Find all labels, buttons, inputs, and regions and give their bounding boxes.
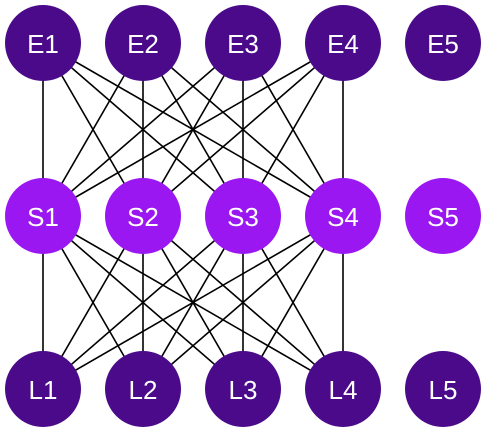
node-circle: [105, 351, 181, 427]
edge-e4-s2: [142, 42, 344, 217]
node-s3: S3: [205, 178, 281, 254]
node-l5: L5: [405, 351, 481, 427]
node-label: L5: [429, 375, 458, 405]
node-s2: S2: [105, 178, 181, 254]
node-circle: [405, 5, 481, 81]
node-label: S5: [427, 202, 459, 232]
node-circle: [205, 178, 281, 254]
edge-s4-l1: [42, 215, 344, 390]
node-s1: S1: [5, 178, 81, 254]
node-l2: L2: [105, 351, 181, 427]
node-label: E3: [227, 29, 259, 59]
node-label: L2: [129, 375, 158, 405]
edge-e4-s1: [42, 42, 344, 217]
edges-layer: [42, 42, 344, 390]
node-circle: [405, 351, 481, 427]
node-l4: L4: [305, 351, 381, 427]
node-label: E2: [127, 29, 159, 59]
node-e4: E4: [305, 5, 381, 81]
edge-s4-l2: [142, 215, 344, 390]
node-label: E1: [27, 29, 59, 59]
node-l3: L3: [205, 351, 281, 427]
edge-s3-l1: [42, 215, 244, 390]
node-circle: [305, 5, 381, 81]
node-s5: S5: [405, 178, 481, 254]
node-label: S2: [127, 202, 159, 232]
node-circle: [405, 178, 481, 254]
node-e5: E5: [405, 5, 481, 81]
node-l1: L1: [5, 351, 81, 427]
node-circle: [105, 5, 181, 81]
node-label: S4: [327, 202, 359, 232]
node-circle: [105, 178, 181, 254]
node-label: S3: [227, 202, 259, 232]
node-circle: [205, 351, 281, 427]
node-e1: E1: [5, 5, 81, 81]
node-circle: [5, 178, 81, 254]
node-e3: E3: [205, 5, 281, 81]
node-label: L1: [29, 375, 58, 405]
node-label: E5: [427, 29, 459, 59]
node-circle: [5, 351, 81, 427]
node-label: E4: [327, 29, 359, 59]
node-circle: [305, 351, 381, 427]
node-e2: E2: [105, 5, 181, 81]
node-label: L4: [329, 375, 358, 405]
node-label: L3: [229, 375, 258, 405]
node-circle: [305, 178, 381, 254]
edge-e3-s1: [42, 42, 244, 217]
node-label: S1: [27, 202, 59, 232]
node-s4: S4: [305, 178, 381, 254]
node-circle: [5, 5, 81, 81]
node-circle: [205, 5, 281, 81]
